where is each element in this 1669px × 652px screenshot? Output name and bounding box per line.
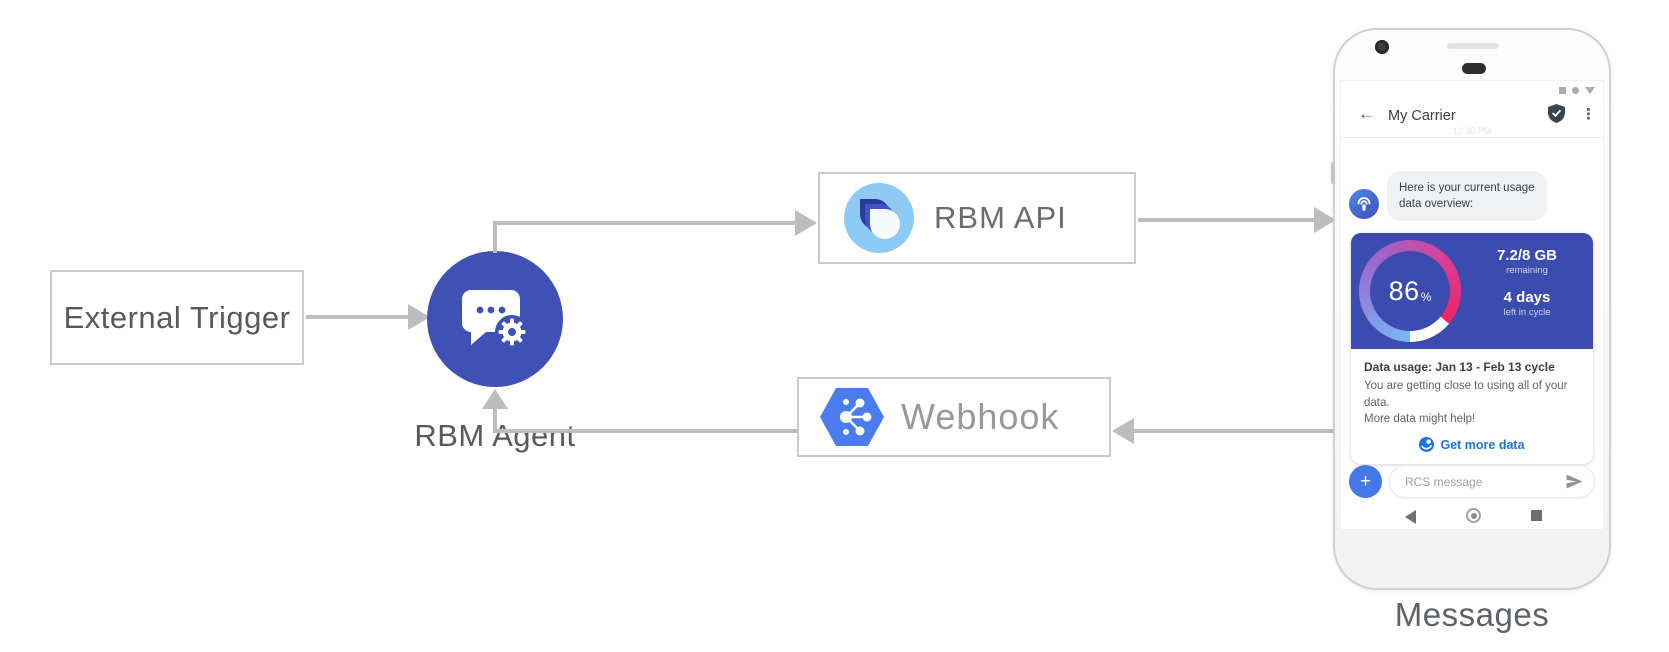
data-remaining-label: remaining xyxy=(1506,265,1548,276)
globe-data-icon xyxy=(1419,437,1435,453)
arrow-phone-to-webhook-line xyxy=(1132,429,1333,433)
rbm-api-label: RBM API xyxy=(934,200,1067,235)
data-gauge-value: 86 % xyxy=(1370,251,1450,331)
broadcast-antenna-icon xyxy=(1357,197,1371,211)
status-bar xyxy=(1559,87,1595,94)
phone-mockup: ← My Carrier ⋮ 12:30 PM Here is your cu xyxy=(1331,28,1611,590)
message-composer xyxy=(1389,465,1595,498)
data-remaining-value: 7.2/8 GB xyxy=(1496,247,1558,264)
chat-bubble-line1: Here is your current usage xyxy=(1399,182,1535,194)
message-timestamp: 12:30 PM xyxy=(1452,126,1492,136)
arrow-agent-to-api-vertical xyxy=(493,223,497,253)
arrow-api-to-phone-head xyxy=(1314,207,1336,233)
nav-recents-button[interactable] xyxy=(1531,510,1542,521)
arrow-webhook-to-agent-head xyxy=(482,389,508,409)
usage-body-line2: More data might help! xyxy=(1364,413,1476,426)
data-usage-card-body: Data usage: Jan 13 - Feb 13 cycle You ar… xyxy=(1351,349,1593,464)
cycle-days-label: left in cycle xyxy=(1503,307,1551,318)
status-dot-icon xyxy=(1572,87,1579,94)
overflow-menu-icon[interactable]: ⋮ xyxy=(1581,106,1596,123)
arrow-webhook-to-agent-vertical xyxy=(493,407,497,433)
send-icon[interactable] xyxy=(1566,474,1583,489)
gauge-percent: 86 xyxy=(1388,275,1420,306)
chat-bubble: Here is your current usage data overview… xyxy=(1387,171,1547,222)
agent-avatar xyxy=(1349,189,1379,219)
arrow-trigger-to-agent-line xyxy=(306,315,408,319)
attach-plus-button[interactable]: + xyxy=(1349,465,1382,498)
device-caption: Messages xyxy=(1394,596,1550,633)
webhook-hexagon-icon xyxy=(820,388,884,446)
external-trigger-box: External Trigger xyxy=(50,270,304,365)
phone-screen: ← My Carrier ⋮ 12:30 PM Here is your cu xyxy=(1340,80,1604,530)
data-usage-card-header: 86 % 7.2/8 GB remaining 4 days left in c… xyxy=(1351,233,1593,349)
back-arrow-icon[interactable]: ← xyxy=(1358,104,1375,123)
data-usage-card: 86 % 7.2/8 GB remaining 4 days left in c… xyxy=(1351,233,1593,465)
rbm-api-logo-icon xyxy=(844,183,914,253)
front-camera-icon xyxy=(1375,40,1389,54)
arrow-api-to-phone-line xyxy=(1138,218,1314,222)
arrow-trigger-to-agent-head xyxy=(408,304,430,330)
get-more-data-button[interactable]: Get more data xyxy=(1364,437,1580,453)
webhook-box: Webhook xyxy=(797,377,1111,457)
usage-title: Data usage: Jan 13 - Feb 13 cycle xyxy=(1364,360,1555,374)
side-button xyxy=(1331,162,1335,184)
webhook-label: Webhook xyxy=(901,396,1060,437)
get-more-data-label: Get more data xyxy=(1440,437,1525,452)
header-divider xyxy=(1341,137,1603,138)
external-trigger-label: External Trigger xyxy=(63,299,291,335)
usage-body-line1: You are getting close to using all of yo… xyxy=(1364,380,1568,409)
speaker-grille xyxy=(1447,43,1499,49)
conversation-title: My Carrier xyxy=(1388,108,1456,124)
nav-home-button[interactable] xyxy=(1466,508,1481,523)
rbm-api-box: RBM API xyxy=(818,172,1136,264)
nav-back-button[interactable] xyxy=(1405,510,1416,524)
rbm-agent-node xyxy=(427,251,563,387)
arrow-webhook-to-agent-line xyxy=(495,429,797,433)
arrow-agent-to-api-head xyxy=(795,210,817,236)
arrow-agent-to-api-line xyxy=(493,221,795,225)
status-square-icon xyxy=(1559,87,1566,94)
chat-bubble-line2: data overview: xyxy=(1399,198,1474,211)
gauge-percent-sign: % xyxy=(1420,290,1432,304)
usage-body: You are getting close to using all of yo… xyxy=(1364,378,1580,428)
android-nav-bar xyxy=(1341,506,1603,528)
status-triangle-icon xyxy=(1585,87,1595,94)
chat-agent-icon xyxy=(462,290,529,349)
earpiece-notch xyxy=(1462,63,1486,74)
verified-shield-icon xyxy=(1548,104,1565,128)
cycle-days-value: 4 days xyxy=(1503,289,1551,306)
data-usage-stats: 7.2/8 GB remaining 4 days left in cycle xyxy=(1467,247,1587,318)
arrow-phone-to-webhook-head xyxy=(1112,418,1134,444)
rcs-message-input[interactable] xyxy=(1405,474,1566,489)
